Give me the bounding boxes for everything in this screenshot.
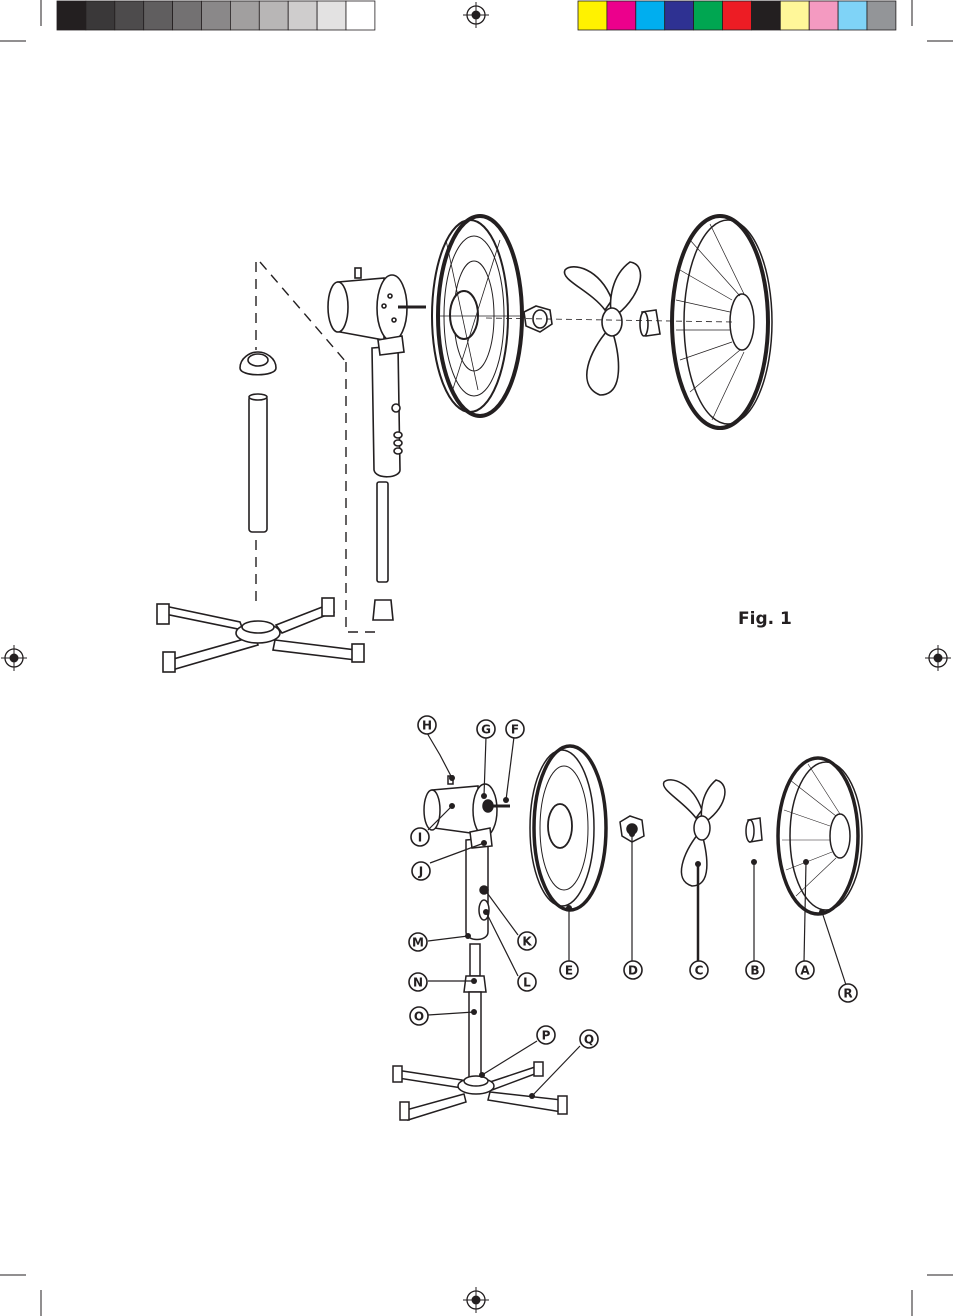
callout-M: M bbox=[409, 933, 427, 951]
callout-A: A bbox=[796, 961, 814, 979]
front-guard-labelled bbox=[778, 758, 862, 914]
color-swatch bbox=[665, 1, 694, 30]
color-swatch bbox=[867, 1, 896, 30]
grayscale-swatch bbox=[202, 1, 231, 30]
callout-letter: G bbox=[481, 723, 491, 737]
callout-letter: I bbox=[418, 831, 422, 845]
callout-P: P bbox=[537, 1026, 555, 1044]
grayscale-swatch bbox=[230, 1, 259, 30]
grayscale-swatch bbox=[115, 1, 144, 30]
callout-R: R bbox=[839, 984, 857, 1002]
color-swatch bbox=[809, 1, 838, 30]
callout-letter: F bbox=[511, 723, 519, 737]
lower-pole-labelled bbox=[469, 992, 481, 1080]
grayscale-swatch bbox=[317, 1, 346, 30]
grayscale-swatch bbox=[86, 1, 115, 30]
callout-letter: H bbox=[422, 719, 432, 733]
registration-mark-left bbox=[1, 645, 27, 671]
registration-mark-right bbox=[925, 645, 951, 671]
callout-letter: J bbox=[418, 865, 423, 879]
callout-letter: P bbox=[542, 1029, 551, 1043]
callout-K: K bbox=[518, 932, 536, 950]
rear-guard bbox=[432, 216, 522, 416]
callout-B: B bbox=[746, 961, 764, 979]
callout-letter: C bbox=[695, 964, 704, 978]
color-swatch bbox=[636, 1, 665, 30]
callout-D: D bbox=[624, 961, 642, 979]
callout-letter: D bbox=[628, 964, 638, 978]
grayscale-swatch bbox=[346, 1, 375, 30]
pole-cap bbox=[240, 352, 276, 375]
motor-housing bbox=[328, 268, 426, 341]
callout-N: N bbox=[409, 973, 427, 991]
callout-letter: R bbox=[843, 987, 852, 1001]
lower-pole bbox=[377, 482, 388, 582]
color-swatch bbox=[838, 1, 867, 30]
callout-C: C bbox=[690, 961, 708, 979]
callout-G: G bbox=[477, 720, 495, 738]
color-calibration-bar bbox=[578, 1, 896, 30]
callout-letter: L bbox=[523, 976, 531, 990]
callout-L: L bbox=[518, 973, 536, 991]
cross-base bbox=[157, 598, 364, 672]
callout-letter: B bbox=[750, 964, 759, 978]
grayscale-swatch bbox=[288, 1, 317, 30]
grayscale-swatch bbox=[144, 1, 173, 30]
color-swatch bbox=[578, 1, 607, 30]
upper-pole bbox=[249, 396, 267, 532]
callout-letter: N bbox=[413, 976, 423, 990]
callout-letter: M bbox=[412, 936, 424, 950]
fan-blade bbox=[564, 262, 640, 395]
color-swatch bbox=[694, 1, 723, 30]
color-swatch bbox=[780, 1, 809, 30]
callout-letter: K bbox=[522, 935, 532, 949]
labelled-view bbox=[393, 746, 862, 1120]
registration-mark-top bbox=[463, 2, 489, 28]
callout-I: I bbox=[411, 828, 429, 846]
color-swatch bbox=[723, 1, 752, 30]
callout-Q: Q bbox=[580, 1030, 598, 1048]
color-swatch bbox=[751, 1, 780, 30]
rear-guard-labelled bbox=[530, 746, 606, 910]
callout-letter: A bbox=[800, 964, 810, 978]
grayscale-swatch bbox=[57, 1, 86, 30]
callout-O: O bbox=[410, 1007, 428, 1025]
blade-nut bbox=[640, 310, 660, 336]
blade-nut-labelled bbox=[746, 818, 762, 842]
fan-body bbox=[372, 336, 404, 477]
callout-H: H bbox=[418, 716, 436, 734]
callout-E: E bbox=[560, 961, 578, 979]
fan-blade-labelled bbox=[664, 780, 725, 886]
callout-letter: E bbox=[565, 964, 573, 978]
exploded-view bbox=[157, 216, 772, 672]
front-guard bbox=[672, 216, 772, 428]
pole-connector bbox=[373, 600, 393, 620]
figure-label: Fig. 1 bbox=[738, 609, 792, 629]
callout-letter: Q bbox=[584, 1033, 594, 1047]
grayscale-swatch bbox=[259, 1, 288, 30]
callout-F: F bbox=[506, 720, 524, 738]
grayscale-swatch bbox=[173, 1, 202, 30]
callout-J: J bbox=[412, 862, 430, 880]
grayscale-calibration-bar bbox=[57, 1, 375, 30]
callout-letter: O bbox=[414, 1010, 424, 1024]
upper-pole-labelled bbox=[470, 944, 480, 976]
motor-housing-labelled bbox=[424, 776, 510, 836]
color-swatch bbox=[607, 1, 636, 30]
registration-mark-bottom bbox=[463, 1287, 489, 1313]
